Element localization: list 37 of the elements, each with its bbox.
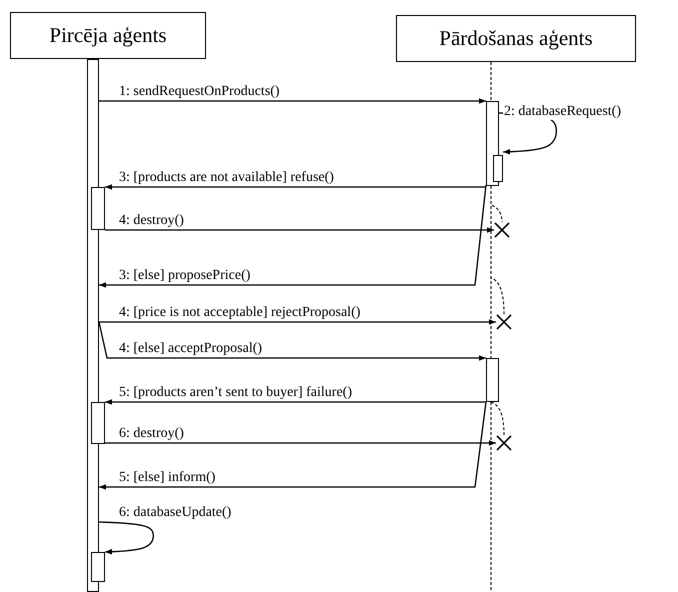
message-label: 3: [products are not available] refuse() [118,170,335,186]
message-label: 6: destroy() [118,426,185,442]
message-arrow [105,184,486,190]
self-message-arrow [98,521,154,554]
message-label: 4: [price is not acceptable] rejectProposal() [118,305,362,321]
lifeline [490,62,492,102]
message-label: 1: sendRequestOnProducts() [118,84,281,100]
activation-bar [91,187,105,230]
participant-name: Pārdošanas aģents [439,26,593,51]
message-arrow [105,399,486,405]
message-arrow [105,227,494,233]
activation-bar [91,552,105,582]
activation-bar [493,155,503,182]
message-arrow [99,402,487,490]
message-label: 5: [products aren’t sent to buyer] failure() [118,385,353,401]
destruction-mark [494,222,510,238]
participant-name: Pircēja aģents [49,23,167,48]
destruction-mark [496,435,512,451]
activation-bar [486,358,499,402]
lifeline [490,186,492,358]
message-arrow [99,184,487,288]
lifeline [490,402,492,592]
destruction-mark [496,314,512,330]
message-label: 2: databaseRequest() [503,104,622,120]
message-label: 5: [else] inform() [118,470,216,486]
activation-bar [91,402,105,444]
message-arrow [99,98,486,104]
message-arrow [98,322,486,361]
message-label: 3: [else] proposePrice() [118,268,252,284]
message-label: 4: destroy() [118,213,185,229]
message-label: 4: [else] acceptProposal() [118,341,264,357]
lifeline [490,402,504,436]
participant-box [10,12,206,59]
message-arrow [105,440,496,446]
message-arrow [99,319,496,325]
participant-box [396,15,636,62]
message-label: 6: databaseUpdate() [118,505,232,521]
